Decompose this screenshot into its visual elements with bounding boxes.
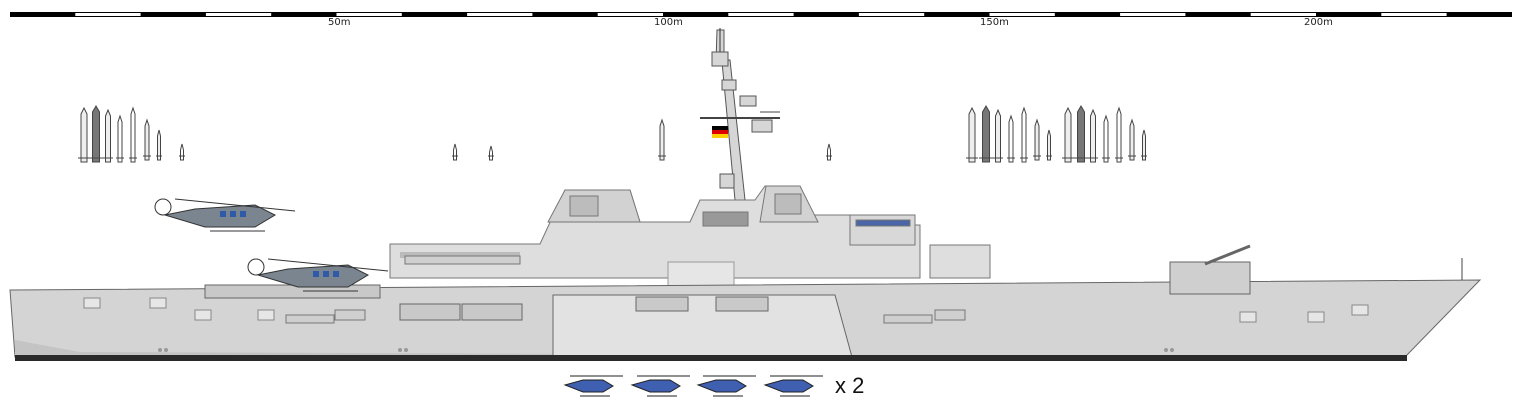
drone-count-label: x 2 — [835, 373, 865, 398]
missile-icon — [143, 118, 151, 161]
missile-icon — [979, 105, 993, 163]
missile-icon — [156, 129, 162, 161]
missile-icon — [1020, 106, 1028, 163]
missile-icon — [103, 108, 113, 163]
missile-icon — [488, 145, 494, 161]
scale-label: 150m — [980, 17, 1009, 28]
drone-helicopter-icon — [630, 375, 690, 397]
missile-icon — [826, 143, 832, 161]
missile-icon — [452, 143, 458, 161]
scale-label: 50m — [328, 17, 351, 28]
drone-helicopter-icon — [696, 375, 756, 397]
germany-flag-icon — [712, 126, 728, 138]
missile-icon — [1062, 106, 1074, 163]
missile-icon — [1074, 105, 1088, 163]
missile-icon — [1033, 118, 1041, 161]
main-mast — [700, 28, 780, 201]
missile-icon — [1128, 118, 1136, 161]
missile-icon — [78, 105, 185, 163]
missile-icon — [966, 105, 1147, 163]
missile-icon — [179, 143, 185, 161]
scale-label: 100m — [654, 17, 683, 28]
drone-helicopter-icon — [563, 375, 623, 397]
missile-icon — [993, 108, 1003, 163]
hull — [9, 244, 1482, 361]
missile-icon — [1141, 129, 1147, 161]
drone-helicopter-icon — [563, 375, 823, 397]
helicopter-icon — [247, 258, 389, 292]
hull-details — [83, 297, 1369, 352]
missile-icon — [1046, 129, 1052, 161]
missile-icon — [116, 114, 124, 163]
missile-icon — [1102, 114, 1110, 163]
missile-icon — [129, 106, 137, 163]
scale-bar — [10, 12, 1512, 17]
missile-icon — [966, 106, 978, 163]
missile-icon — [1088, 108, 1098, 163]
scale-label: 200m — [1304, 17, 1333, 28]
missile-icon — [1115, 106, 1123, 163]
missile-icon — [452, 118, 832, 161]
missile-icon — [1007, 114, 1015, 163]
drone-helicopter-icon — [763, 375, 823, 397]
missile-icon — [78, 106, 90, 163]
missile-icon — [89, 105, 103, 163]
superstructure — [389, 185, 991, 299]
helicopter-icon — [154, 198, 296, 232]
missile-icon — [658, 118, 666, 161]
